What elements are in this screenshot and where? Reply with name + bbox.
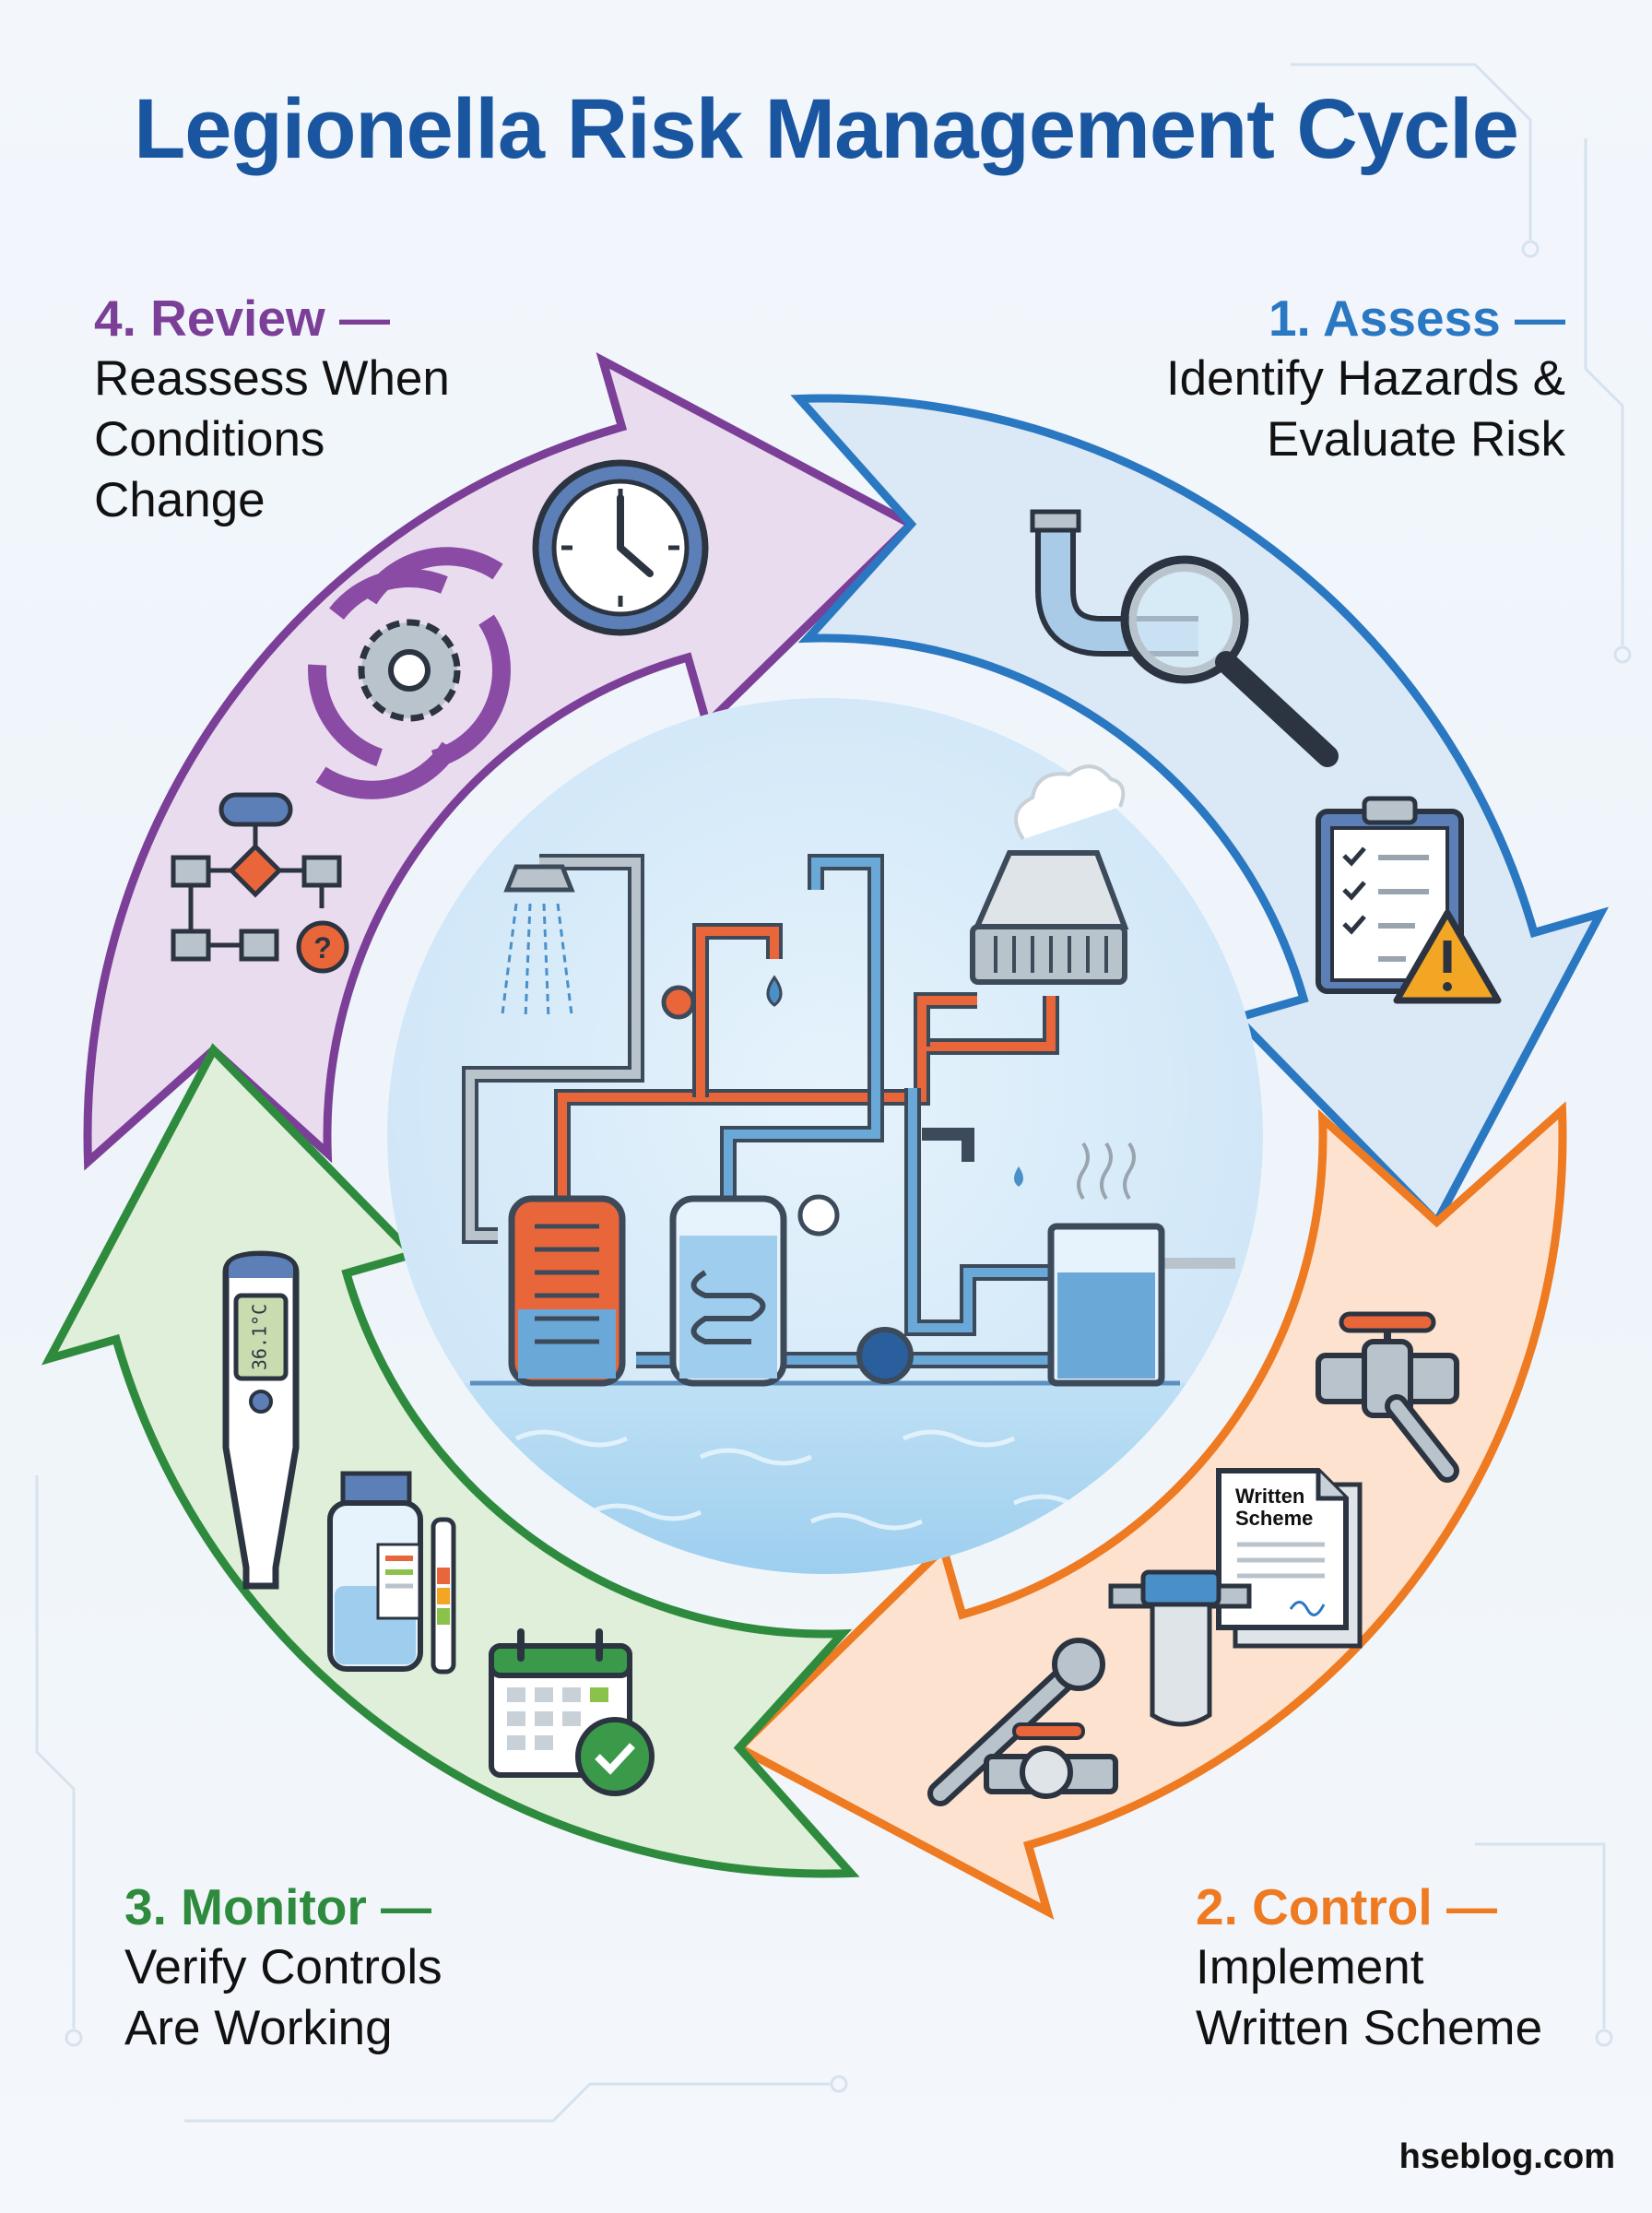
circuit-background	[35, 63, 1632, 2123]
cooling-tower-icon	[970, 764, 1129, 985]
clock-icon	[532, 459, 709, 636]
sample-bottle-icon	[327, 1471, 423, 1672]
step-review-line: Reassess When	[94, 351, 450, 406]
step-assess-line: Identify Hazards &	[1165, 351, 1565, 406]
wrench-valve-icon	[927, 1638, 1118, 1806]
step-monitor-line: Are Working	[124, 2001, 393, 2055]
step-review-label: 4. Review — Reassess When Conditions Cha…	[94, 288, 450, 531]
pressure-gauge-icon	[797, 1194, 840, 1237]
shower-head-icon	[503, 864, 575, 893]
document-title-line: Scheme	[1235, 1507, 1313, 1530]
arrow-assess	[790, 394, 1610, 1229]
document-title-line: Written	[1235, 1485, 1304, 1508]
step-control-label: 2. Control — Implement Written Scheme	[1196, 1876, 1542, 2059]
hot-water-tank-icon	[508, 1195, 626, 1387]
step-assess-label: 1. Assess — Identify Hazards & Evaluate …	[1166, 288, 1565, 470]
step-monitor-label: 3. Monitor — Verify Controls Are Working	[124, 1876, 442, 2059]
step-monitor-heading: 3. Monitor —	[124, 1878, 432, 1935]
step-control-line: Written Scheme	[1196, 2001, 1543, 2055]
step-review-heading: 4. Review —	[94, 290, 390, 347]
svg-text:Written Scheme: Written Scheme	[1235, 1485, 1313, 1530]
step-control-heading: 2. Control —	[1196, 1878, 1497, 1935]
step-control-line: Implement	[1196, 1940, 1424, 1994]
step-review-line: Change	[94, 473, 266, 527]
valve-wrench-icon	[1316, 1311, 1459, 1483]
step-assess-heading: 1. Assess —	[1268, 290, 1565, 347]
thermometer-reading: 36.1°C	[249, 1304, 271, 1370]
flowchart-icon: ?	[171, 792, 349, 974]
cold-water-tank-icon	[669, 1195, 787, 1387]
valve-icon	[661, 985, 696, 1020]
water-filter-icon	[1108, 1569, 1252, 1727]
pump-icon	[856, 1327, 914, 1384]
calendar-check-icon	[489, 1628, 655, 1796]
test-strip-icon	[431, 1517, 456, 1675]
document-icon: Written Scheme	[1216, 1468, 1363, 1649]
open-tank-icon	[1047, 1142, 1165, 1387]
thermometer-icon: 36.1°C	[222, 1250, 300, 1590]
step-review-line: Conditions	[94, 412, 325, 467]
tap-icon	[922, 1128, 974, 1162]
pipe-magnifier-icon	[1030, 509, 1339, 767]
gear-cycle-icon	[308, 547, 511, 799]
page-title: Legionella Risk Management Cycle	[134, 82, 1519, 176]
warning-icon	[1393, 909, 1502, 1004]
step-assess-line: Evaluate Risk	[1266, 412, 1565, 467]
svg-text:?: ?	[313, 931, 332, 964]
arrow-control	[732, 1101, 1567, 1921]
brand-watermark: hseblog.com	[1398, 2137, 1615, 2176]
step-monitor-line: Verify Controls	[124, 1940, 442, 1994]
